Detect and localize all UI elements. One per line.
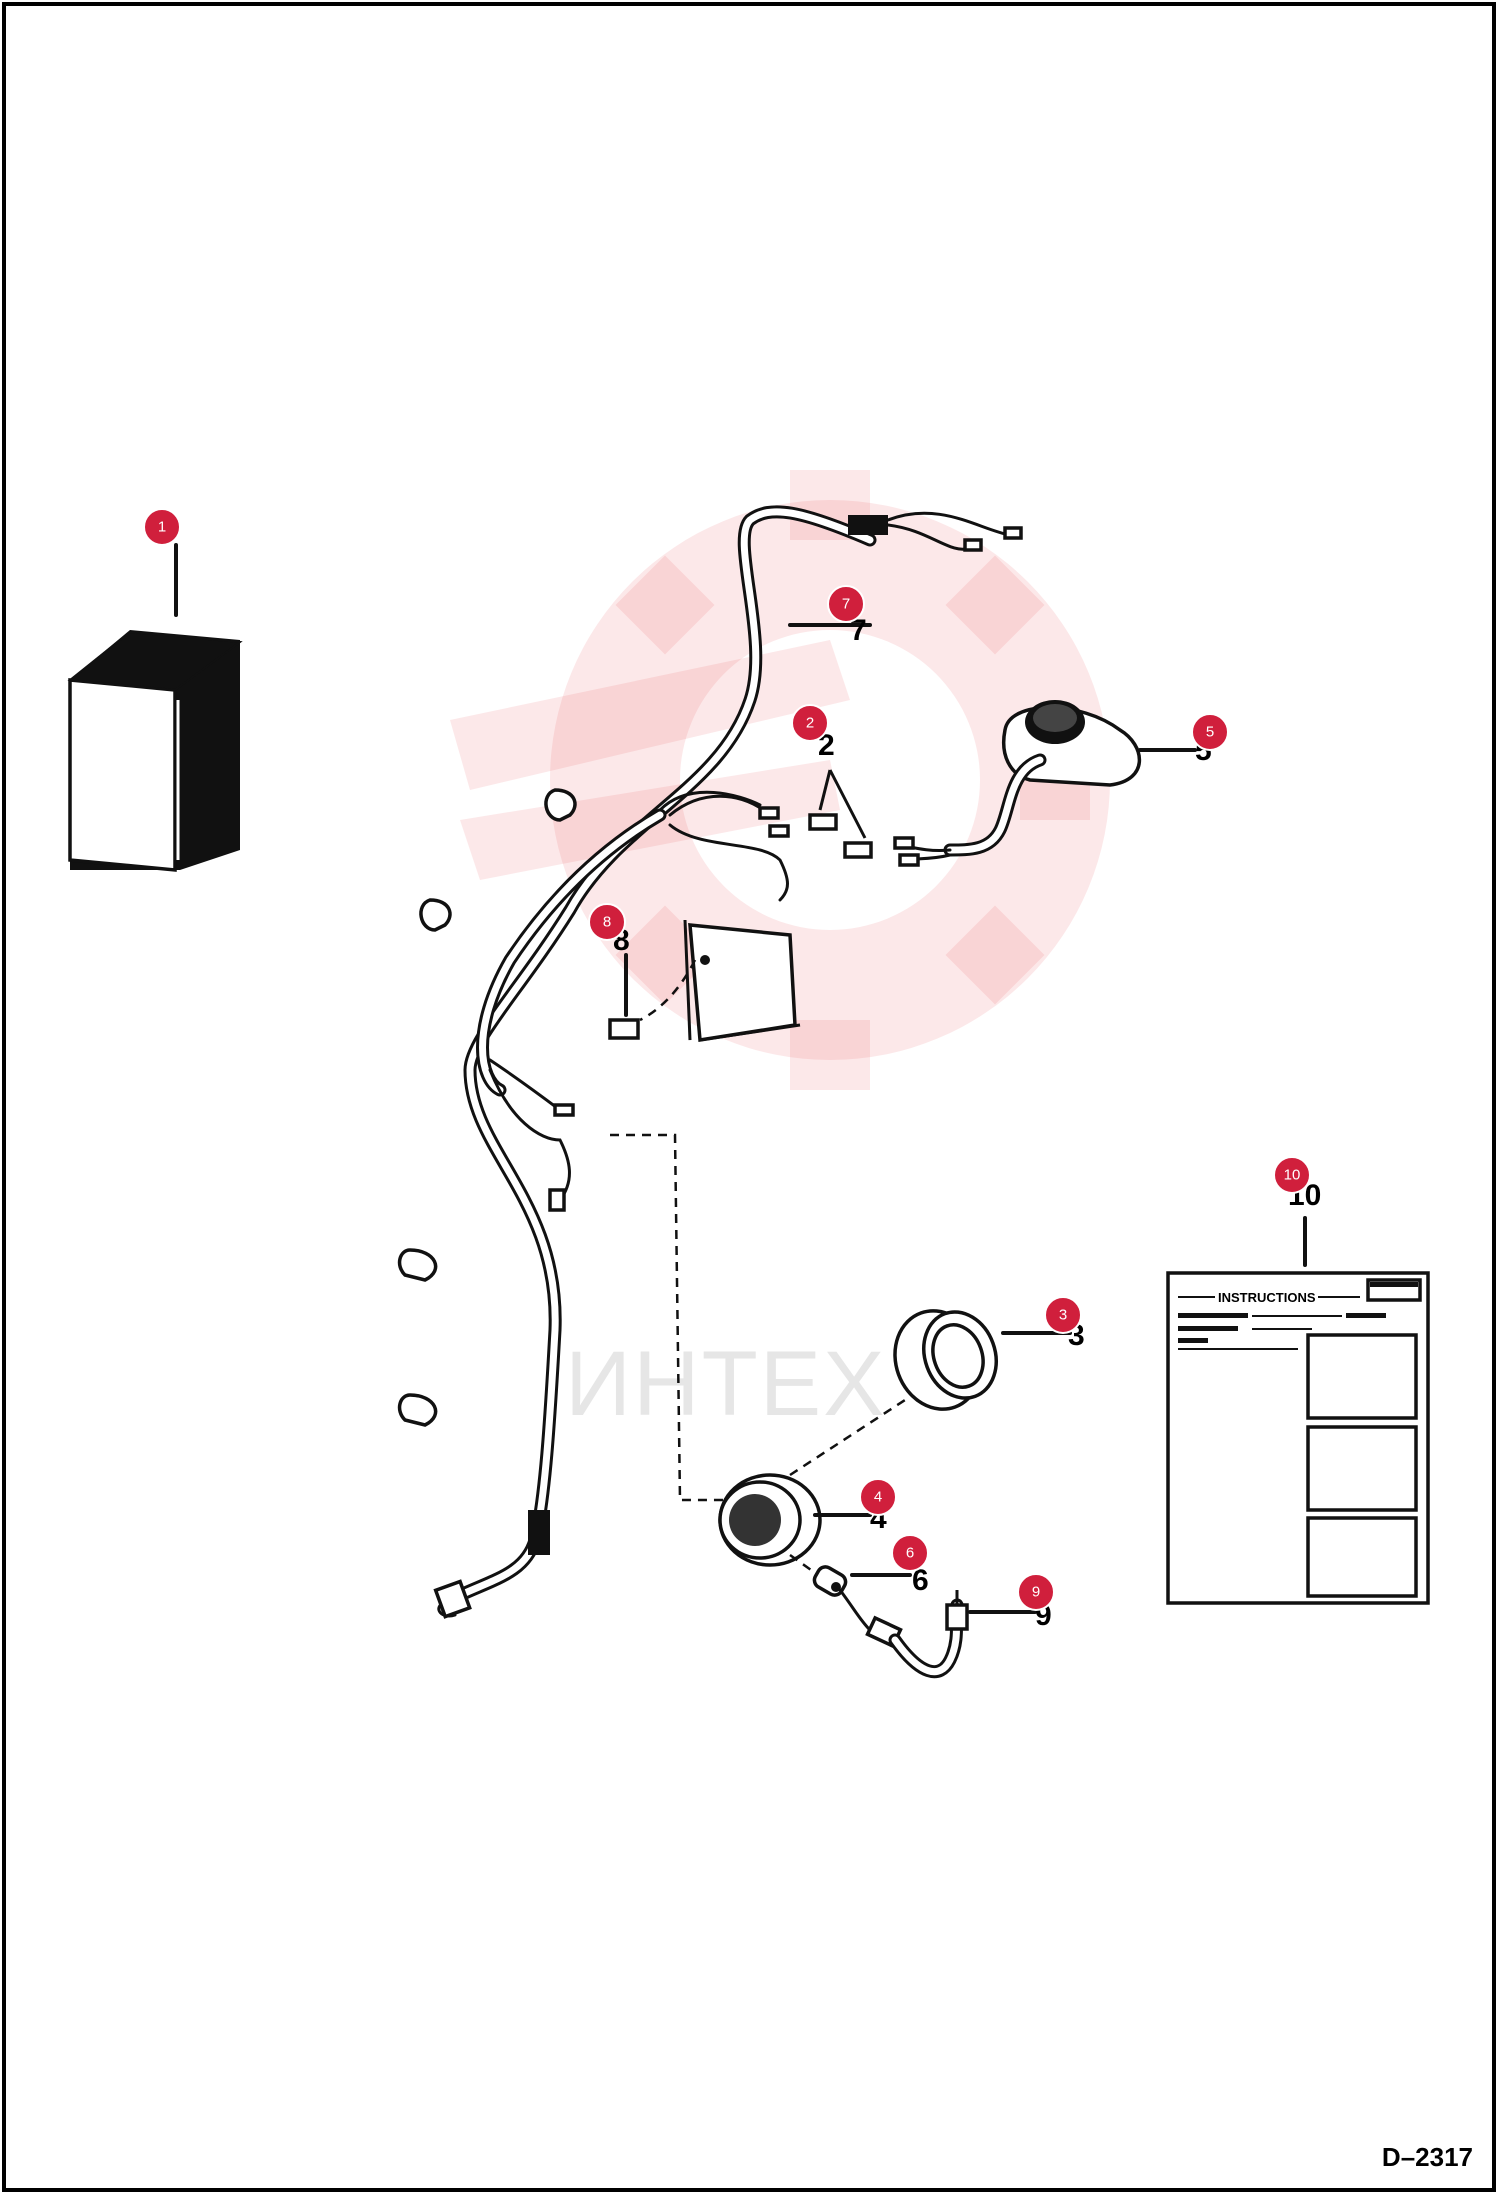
svg-text:6: 6: [906, 1545, 914, 1562]
assembly-line-lamp: [789, 1398, 906, 1477]
callout-6[interactable]: 6: [891, 1534, 929, 1572]
svg-text:2: 2: [806, 715, 814, 732]
callout-9[interactable]: 9: [1017, 1573, 1055, 1611]
svg-text:9: 9: [1032, 1584, 1040, 1601]
callout-7[interactable]: 7: [827, 585, 865, 623]
svg-text:1: 1: [158, 519, 166, 536]
callout-10[interactable]: 10: [1273, 1156, 1311, 1194]
part-number-6: 6: [912, 1564, 929, 1597]
battery-part: [67, 630, 243, 872]
callout-8[interactable]: 8: [588, 903, 626, 941]
svg-text:3: 3: [1059, 1307, 1067, 1324]
callout-2[interactable]: 2: [791, 704, 829, 742]
lamp-housing-part: [893, 1309, 998, 1411]
wiring-harness-part: [433, 505, 1023, 1619]
callout-5[interactable]: 5: [1191, 713, 1229, 751]
callout-4[interactable]: 4: [859, 1478, 897, 1516]
instruction-sheet-part: INSTRUCTIONS: [1166, 1271, 1430, 1605]
bracket-part: [608, 919, 801, 1043]
svg-text:8: 8: [603, 914, 611, 931]
bulb-socket-part: [789, 1553, 872, 1632]
instructions-label: INSTRUCTIONS: [1218, 1290, 1316, 1305]
drawing-number: D–2317: [1382, 2142, 1473, 2172]
watermark-text: ИНТЕХ: [565, 1333, 887, 1435]
terminal-part: [808, 769, 873, 859]
harness-clip: [397, 788, 577, 1427]
pigtail-connector-part: [865, 1590, 969, 1679]
svg-text:7: 7: [842, 596, 850, 613]
part-number-7: 7: [850, 614, 867, 647]
assembly-line: [610, 1133, 725, 1502]
svg-text:10: 10: [1284, 1167, 1301, 1184]
callout-3[interactable]: 3: [1044, 1296, 1082, 1334]
svg-text:5: 5: [1206, 724, 1214, 741]
lamp-lens-part: [718, 1473, 822, 1567]
lamp-switch-part: [893, 700, 1142, 867]
svg-text:4: 4: [874, 1489, 882, 1506]
callout-1[interactable]: 1: [143, 508, 181, 546]
